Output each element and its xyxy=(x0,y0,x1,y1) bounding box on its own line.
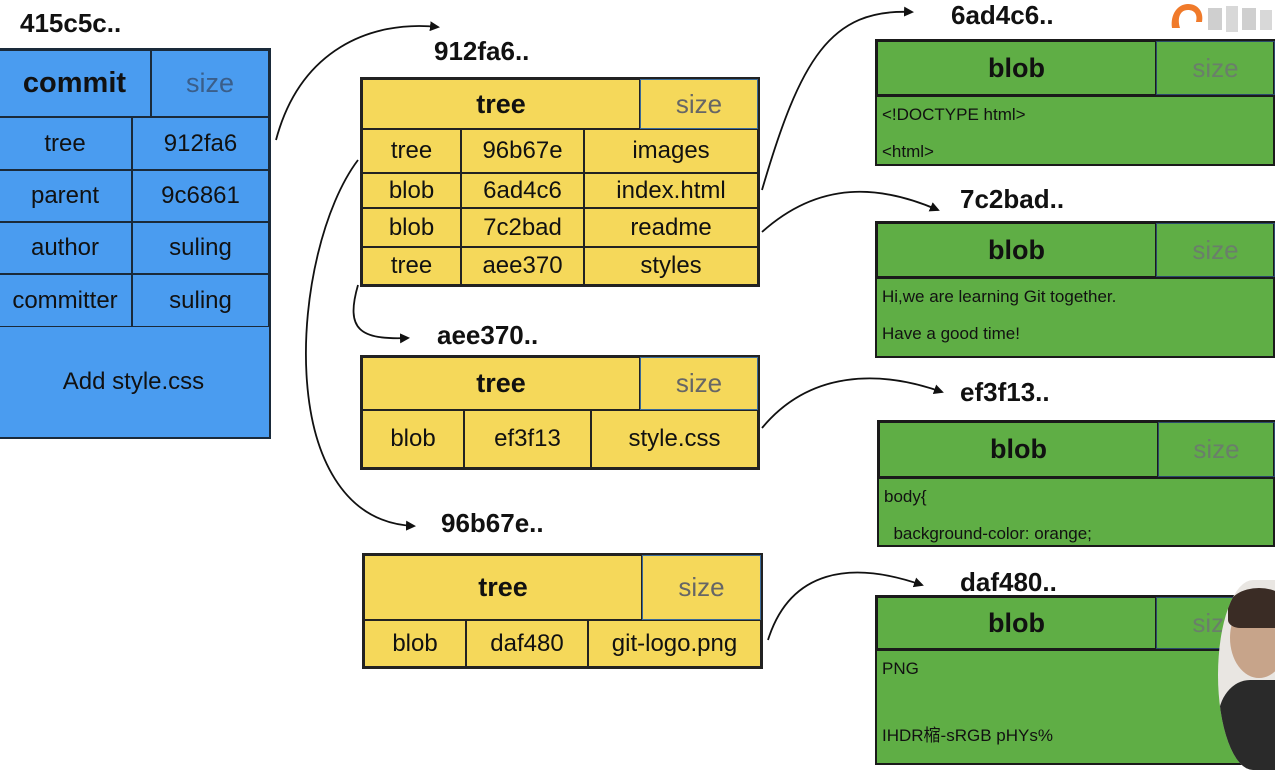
watermark-logo xyxy=(1168,0,1275,38)
blob-hash-ef3f13: ef3f13.. xyxy=(960,377,1050,407)
tree-entry-type: blob xyxy=(362,410,464,468)
commit-object: commit size tree 912fa6 parent 9c6861 au… xyxy=(0,48,271,439)
tree-entry-type: blob xyxy=(362,173,461,208)
webcam-overlay xyxy=(1218,580,1275,770)
commit-key-author: author xyxy=(0,222,132,274)
blob-header: blob xyxy=(877,41,1156,95)
tree-entry-type: blob xyxy=(362,208,461,247)
arrow-icon xyxy=(305,159,416,531)
blob-content: body{ background-color: orange; xyxy=(879,477,1273,545)
commit-value-committer: suling xyxy=(132,274,269,327)
commit-message: Add style.css xyxy=(62,368,205,395)
tree-entry-hash: 96b67e xyxy=(461,129,584,173)
connector-arrows xyxy=(275,6,944,641)
tree-header: tree xyxy=(362,357,640,410)
tree-entry-name: images xyxy=(584,129,758,173)
blob-line: IHDR樎-sRGB pHYs% xyxy=(882,726,1053,745)
tree-hash-912fa6: 912fa6.. xyxy=(434,36,530,66)
commit-header: commit xyxy=(0,50,151,117)
commit-key-tree: tree xyxy=(0,117,132,170)
tree-entry-type: blob xyxy=(364,620,466,667)
tree-entry-name: git-logo.png xyxy=(588,620,761,667)
arrow-icon xyxy=(767,571,924,641)
commit-value-parent: 9c6861 xyxy=(132,170,269,222)
blob-line: background-color: orange; xyxy=(884,524,1092,543)
tree-hash-96b67e: 96b67e.. xyxy=(441,508,544,538)
tree-object-96b67e: tree size blob daf480 git-logo.png xyxy=(362,553,763,669)
tree-object-912fa6: tree size tree 96b67e images blob 6ad4c6… xyxy=(360,77,760,287)
blob-header: blob xyxy=(877,597,1156,649)
tree-entry-hash: ef3f13 xyxy=(464,410,591,468)
tree-header: tree xyxy=(362,79,640,129)
tree-entry-type: tree xyxy=(362,129,461,173)
blob-content: <!DOCTYPE html> <html> xyxy=(877,95,1273,164)
tree-entry-name: styles xyxy=(584,247,758,285)
blob-hash-7c2bad: 7c2bad.. xyxy=(960,184,1065,214)
tree-object-aee370: tree size blob ef3f13 style.css xyxy=(360,355,760,470)
tree-entry-hash: aee370 xyxy=(461,247,584,285)
blob-object-ef3f13: blob size body{ background-color: orange… xyxy=(877,420,1275,547)
commit-key-committer: committer xyxy=(0,274,132,327)
tree-header: tree xyxy=(364,555,642,620)
commit-size: size xyxy=(151,50,269,117)
blob-hash-6ad4c6: 6ad4c6.. xyxy=(951,0,1054,30)
blob-hash-daf480: daf480.. xyxy=(960,567,1057,597)
blob-line: PNG xyxy=(882,659,919,678)
tree-entry-name: readme xyxy=(584,208,758,247)
blob-line: body{ xyxy=(884,487,927,506)
arrow-icon xyxy=(761,377,944,429)
tree-size: size xyxy=(640,79,758,129)
tree-entry-hash: daf480 xyxy=(466,620,588,667)
blob-size: size xyxy=(1158,422,1275,477)
commit-key-parent: parent xyxy=(0,170,132,222)
tree-entry-hash: 6ad4c6 xyxy=(461,173,584,208)
blob-line: Have a good time! xyxy=(882,324,1020,343)
arrow-icon xyxy=(761,6,914,191)
blob-object-7c2bad: blob size Hi,we are learning Git togethe… xyxy=(875,221,1275,358)
blob-line: <html> xyxy=(882,142,934,161)
tree-entry-type: tree xyxy=(362,247,461,285)
blob-content: PNG IHDR樎-sRGB pHYs% xyxy=(877,649,1273,763)
blob-object-daf480: blob size PNG IHDR樎-sRGB pHYs% xyxy=(875,595,1275,765)
blob-object-6ad4c6: blob size <!DOCTYPE html> <html> xyxy=(875,39,1275,166)
tree-entry-hash: 7c2bad xyxy=(461,208,584,247)
blob-header: blob xyxy=(879,422,1158,477)
blob-line: Hi,we are learning Git together. xyxy=(882,287,1117,306)
arrow-icon xyxy=(275,21,440,141)
arrow-icon xyxy=(761,190,940,233)
blob-line: <!DOCTYPE html> xyxy=(882,105,1026,124)
tree-entry-name: style.css xyxy=(591,410,758,468)
blob-header: blob xyxy=(877,223,1156,277)
blob-content: Hi,we are learning Git together. Have a … xyxy=(877,277,1273,356)
tree-hash-aee370: aee370.. xyxy=(437,320,539,350)
tree-size: size xyxy=(640,357,758,410)
commit-value-author: suling xyxy=(132,222,269,274)
tree-size: size xyxy=(642,555,761,620)
arrow-icon xyxy=(352,284,410,344)
tree-entry-name: index.html xyxy=(584,173,758,208)
commit-hash: 415c5c.. xyxy=(20,8,122,38)
commit-value-tree: 912fa6 xyxy=(132,117,269,170)
